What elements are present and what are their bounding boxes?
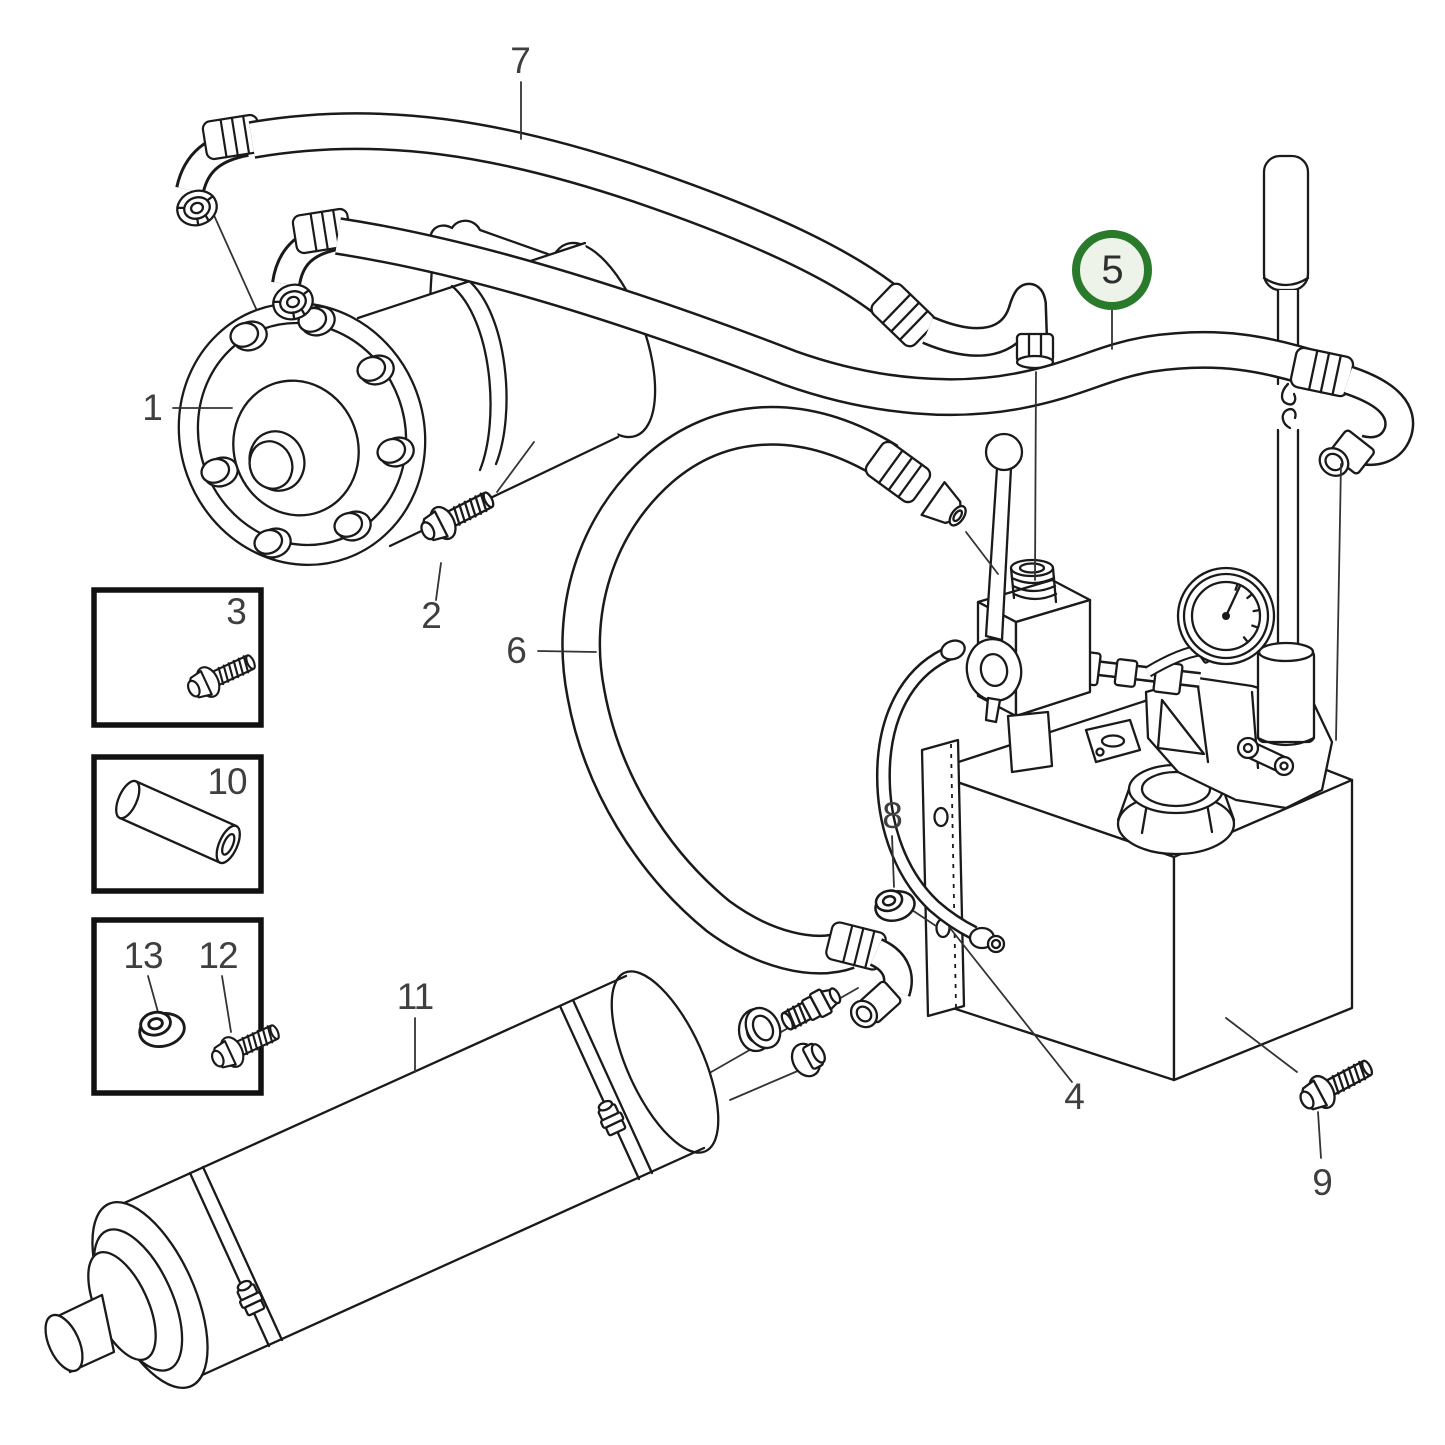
filler-cap: [1116, 763, 1236, 856]
inset-box-10: [91, 754, 264, 894]
pump-handle: [1262, 154, 1310, 654]
release-valve: [875, 432, 1092, 954]
valve-lever: [965, 432, 1024, 724]
tank-mounting-bolt: [1225, 1017, 1380, 1159]
hose-6: [561, 405, 967, 1029]
inset-boxes: [91, 587, 286, 1096]
callout-6[interactable]: 6: [506, 630, 527, 671]
callout-1[interactable]: 1: [142, 387, 163, 428]
pump-cylinder: [1256, 641, 1316, 747]
pressure-gauge: [1061, 566, 1276, 696]
callout-2[interactable]: 2: [421, 595, 442, 636]
nut-13: [134, 1005, 189, 1053]
callout-5-selected[interactable]: 5: [1072, 230, 1152, 310]
inset-box-13-12: [91, 917, 264, 1096]
callout-4[interactable]: 4: [1064, 1076, 1085, 1117]
connector-fitting: [780, 987, 842, 1031]
hydraulic-pump-tank: [920, 676, 1354, 1082]
fitting-group: [870, 883, 937, 927]
callout-9[interactable]: 9: [1312, 1162, 1333, 1203]
callout-10[interactable]: 10: [207, 761, 247, 802]
callout-12[interactable]: 12: [198, 935, 238, 976]
cylinder-fittings: [729, 987, 842, 1101]
pump-mounting-bolt: [414, 441, 535, 601]
callout-leaders: [172, 81, 1113, 1083]
callout-7[interactable]: 7: [510, 40, 531, 81]
hose-elbow-fittings: [171, 112, 354, 326]
washer: [744, 1006, 782, 1050]
callout-11[interactable]: 11: [396, 976, 434, 1017]
callout-3[interactable]: 3: [226, 591, 247, 632]
leader-lines: [965, 371, 1342, 741]
plug: [790, 1042, 826, 1078]
trim-cylinder: [44, 970, 859, 1390]
mounting-plate: [920, 738, 966, 1018]
inset-box-3: [91, 587, 264, 728]
steering-pump: [177, 219, 657, 567]
return-hose: [875, 639, 1006, 954]
hose-7: [248, 112, 1055, 370]
callout-8[interactable]: 8: [882, 795, 903, 836]
hose-5: [335, 217, 1415, 477]
callout-13[interactable]: 13: [123, 935, 163, 976]
spacer-tube: [115, 779, 241, 865]
